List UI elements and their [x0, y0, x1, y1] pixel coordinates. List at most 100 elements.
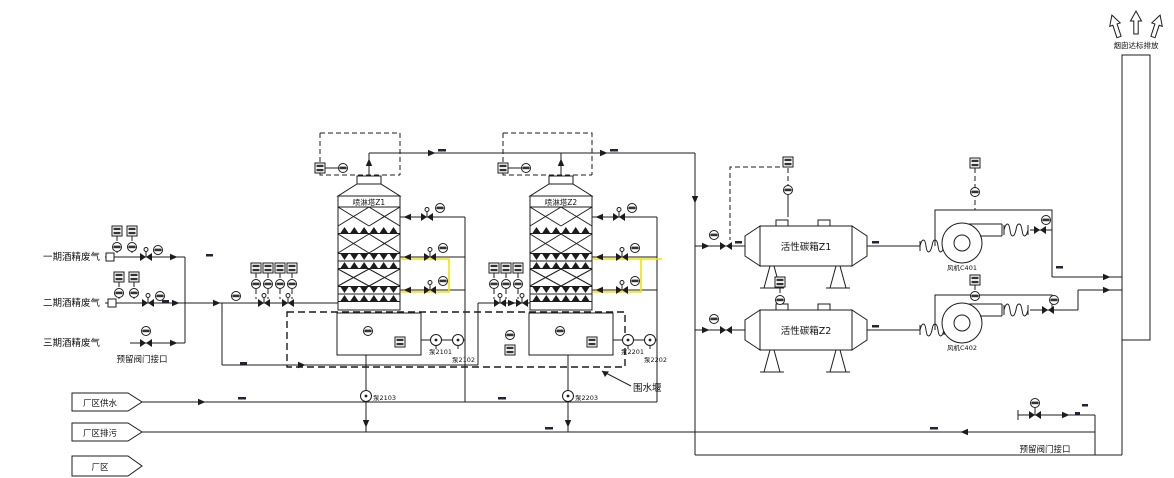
damper-actuator-icon	[111, 225, 123, 237]
water-tank-1	[336, 312, 422, 356]
flow-arrow-icon	[198, 398, 206, 406]
damper-actuator-icon	[126, 225, 138, 237]
inlet-label-2: 二期酒精废气	[43, 297, 101, 309]
sensor-icon	[709, 230, 719, 240]
sensor-icon	[627, 203, 637, 213]
flow-arrow-icon	[702, 242, 710, 250]
pump-icon	[622, 334, 634, 350]
sensor-icon	[1049, 295, 1059, 305]
sensor-icon	[231, 291, 241, 301]
sensor-icon	[505, 330, 515, 340]
flow-arrow-icon	[1103, 286, 1111, 294]
damper-actuator-icon	[394, 336, 406, 348]
stack-shell	[1121, 54, 1151, 341]
pump-tag: 泵2101	[429, 348, 452, 356]
weir-label: 围水堰	[633, 382, 662, 394]
flow-arrow-icon	[172, 299, 180, 307]
butterfly-valve-icon	[612, 207, 626, 222]
flow-arrow-icon	[365, 158, 373, 166]
water-tank-2	[528, 312, 614, 356]
reserved-left-label: 预留阀门接口	[116, 354, 167, 365]
flow-arrow-icon	[557, 158, 565, 166]
carbon-box-z1: 活性碳箱Z1	[709, 156, 868, 289]
exhaust-arrow-icon	[1147, 12, 1166, 40]
reserved-right-label: 预留阀门接口	[1019, 444, 1070, 455]
tower-shell	[530, 176, 592, 310]
fan-c402: 风机C402	[919, 274, 1059, 352]
sensor-icon	[251, 279, 261, 289]
sensor-icon	[970, 187, 980, 197]
sensor-icon	[1041, 215, 1051, 225]
flow-arrow-icon	[170, 339, 178, 347]
flex-coupling-icon	[919, 239, 945, 253]
damper-actuator-icon	[969, 157, 981, 169]
sensor-icon	[630, 276, 640, 286]
pipe-tags	[162, 149, 1088, 430]
valve-icon	[720, 326, 732, 334]
sensor-icon	[114, 288, 124, 298]
butterfly-valve-icon	[493, 293, 507, 308]
inlet-label-3: 三期酒精废气	[43, 337, 101, 349]
sensor-icon	[438, 276, 448, 286]
damper-actuator-icon	[128, 271, 140, 283]
sensor-icon	[1030, 398, 1040, 408]
damper-actuator-icon	[262, 262, 274, 274]
pump-tag: 泵2203	[575, 394, 598, 402]
reserved-valve-right: 预留阀门接口	[1019, 398, 1071, 455]
fan-label: 风机C402	[947, 343, 977, 352]
sensor-icon	[489, 279, 499, 289]
stack: 烟囱达标排放	[1106, 10, 1166, 341]
damper-actuator-icon	[113, 271, 125, 283]
spray-tower-z1: 喷淋塔Z1	[314, 162, 448, 310]
sensor-icon	[141, 326, 151, 336]
flow-arrow-icon	[508, 299, 516, 307]
flow-arrow-icon	[702, 326, 710, 334]
pump-tag: 泵2201	[621, 348, 644, 356]
valve-icon	[720, 242, 732, 250]
flow-arrow-icon	[691, 196, 699, 204]
fan-label: 风机C401	[947, 263, 977, 272]
butterfly-valve-icon	[515, 293, 529, 308]
sensor-icon	[338, 163, 348, 173]
tower-shell	[338, 176, 400, 310]
butterfly-valve-icon	[257, 293, 271, 308]
flow-arrow-icon	[362, 420, 370, 428]
sensor-icon	[630, 243, 640, 253]
damper-actuator-icon	[586, 336, 598, 348]
damper-actuator-icon	[314, 162, 326, 174]
spray-tower-z2: 喷淋塔Z2	[497, 162, 640, 310]
flow-arrow-icon	[428, 149, 436, 157]
damper-actuator-icon	[274, 262, 286, 274]
damper-actuator-icon	[286, 262, 298, 274]
damper-actuator-icon	[774, 276, 786, 288]
flow-arrow-icon	[564, 420, 572, 428]
sensor-icon	[263, 279, 273, 289]
sensor-icon	[275, 279, 285, 289]
sensor-icon	[970, 291, 980, 301]
sensor-icon	[153, 245, 163, 255]
butterfly-valve-icon	[281, 293, 295, 308]
fan-c401: 风机C401	[919, 157, 1051, 272]
pump-icon	[452, 334, 464, 350]
tower-label: 喷淋塔Z1	[353, 197, 386, 207]
pump-tag: 泵2103	[373, 394, 396, 402]
flow-arrow-icon	[403, 213, 411, 221]
pump-icon	[562, 390, 574, 406]
tower2-top-loop	[502, 132, 593, 176]
flow-arrow-icon	[1103, 273, 1111, 281]
weir-callout: 围水堰	[601, 370, 662, 394]
exhaust-arrow-icon	[1130, 10, 1142, 35]
sensor-icon	[521, 163, 531, 173]
inlet-instrument-clusters	[105, 225, 165, 347]
tower1-top-loop	[319, 132, 401, 176]
pump-icon	[644, 334, 656, 350]
pump-tag: 泵2102	[452, 356, 475, 364]
flow-arrow-icon	[213, 299, 221, 307]
damper-actuator-icon	[782, 156, 794, 168]
butterfly-valve-icon	[141, 293, 155, 308]
damper-actuator-icon	[512, 262, 524, 274]
banner-label: 厂区排污	[83, 428, 118, 439]
flex-coupling-icon	[1003, 303, 1029, 317]
flow-arrow-icon	[595, 213, 603, 221]
flow-arrow-icon	[1062, 411, 1070, 419]
